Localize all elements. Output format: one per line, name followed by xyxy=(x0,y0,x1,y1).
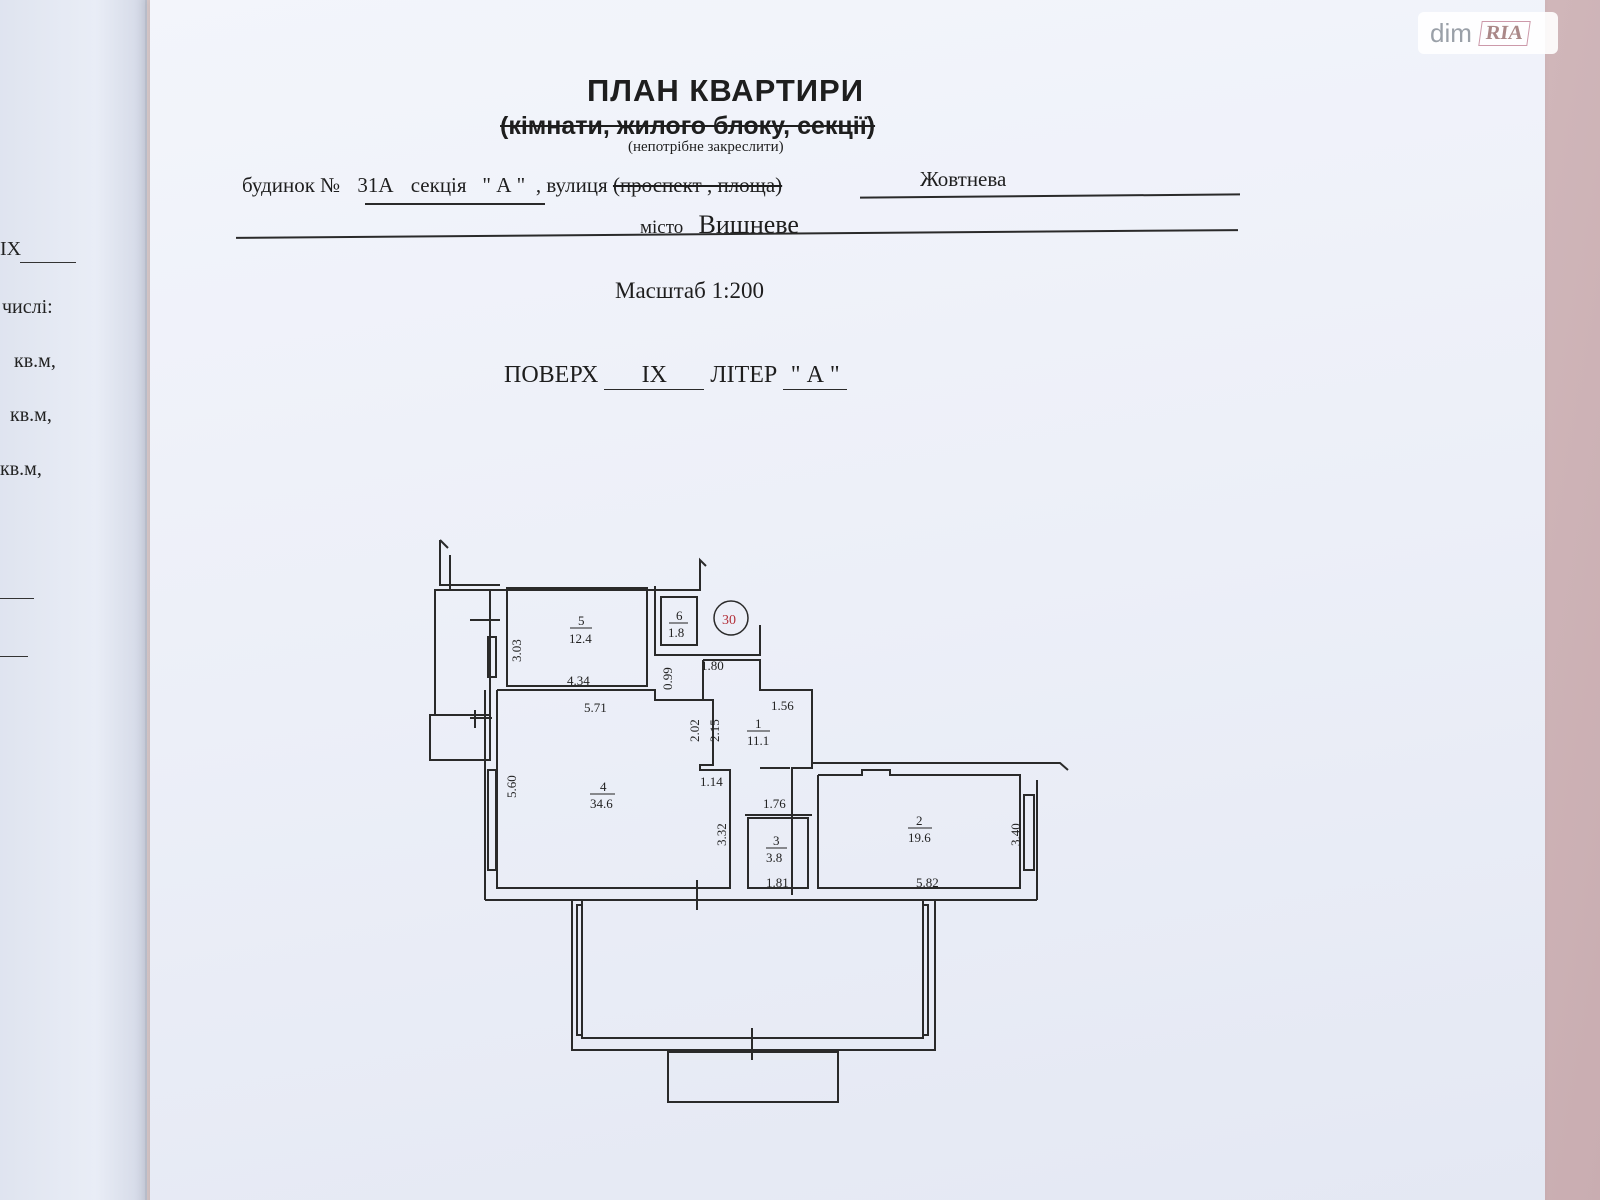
room-5-area: 12.4 xyxy=(569,631,592,646)
apartment-number: 30 xyxy=(722,613,736,628)
dimension-label: 2.15 xyxy=(707,719,722,742)
underline xyxy=(20,262,76,263)
room-3-number: 3 xyxy=(773,833,780,848)
room-4-area: 34.6 xyxy=(590,796,613,811)
dimension-label: 2.02 xyxy=(687,719,702,742)
section-value: " А " xyxy=(482,173,526,197)
left-page-fragment: кв.м, xyxy=(14,350,56,372)
room-6-number: 6 xyxy=(676,608,683,623)
room-4-number: 4 xyxy=(600,779,607,794)
strike-note: (непотрібне закреслити) xyxy=(628,139,784,155)
dimension-label: 3.32 xyxy=(714,823,729,846)
room-5-number: 5 xyxy=(578,613,585,628)
room-3-area: 3.8 xyxy=(766,850,782,865)
underline xyxy=(0,656,28,657)
section-label: секція xyxy=(410,173,467,197)
letter-label: ЛІТЕР xyxy=(710,362,778,388)
room-6-area: 1.8 xyxy=(668,625,684,640)
dimension-label: 1.80 xyxy=(701,658,724,673)
dimension-label: 3.03 xyxy=(509,639,524,662)
room-1-number: 1 xyxy=(755,716,762,731)
dimension-label: 1.56 xyxy=(771,698,794,713)
ria-logo: RIA xyxy=(1478,20,1531,46)
address-line: будинок № 31А секція " А " , вулиця (прос… xyxy=(242,173,782,198)
floor-number: IX xyxy=(604,362,705,390)
left-page-fragment: числі: xyxy=(2,296,53,318)
street-label: , вулиця xyxy=(535,173,608,197)
room-2-area: 19.6 xyxy=(908,830,931,845)
scale-label: Масштаб 1:200 xyxy=(615,278,764,303)
building-label: будинок № xyxy=(242,173,341,197)
watermark-brand: dim xyxy=(1430,17,1472,48)
dimension-label: 5.71 xyxy=(584,700,607,715)
street-type-struck: (проспект , площа) xyxy=(612,173,783,197)
dimension-label: 1.14 xyxy=(700,774,723,789)
dimension-label: 0.99 xyxy=(660,667,675,690)
building-number: 31А xyxy=(357,173,394,197)
apartment-number-marker xyxy=(713,600,749,636)
dimension-label: 4.34 xyxy=(567,673,590,688)
left-page: ІХ числі: кв.м, кв.м, кв.м, xyxy=(0,0,147,1200)
dimension-label: 3.40 xyxy=(1008,823,1023,846)
dimension-label: 5.82 xyxy=(916,875,939,890)
dimension-label: 5.60 xyxy=(504,775,519,798)
dimension-label: 1.76 xyxy=(763,796,786,811)
underline xyxy=(365,203,545,205)
left-page-fragment: кв.м, xyxy=(0,458,42,480)
dim-ria-watermark: dim RIA xyxy=(1418,12,1558,54)
room-1-area: 11.1 xyxy=(747,733,769,748)
letter-value: " А " xyxy=(783,362,848,390)
room-2-number: 2 xyxy=(916,813,923,828)
left-page-fragment: кв.м, xyxy=(10,404,52,426)
left-page-fragment: ІХ xyxy=(0,238,22,260)
document-subtitle: (кімнати, жилого блоку, секції) xyxy=(500,112,876,140)
floor-label: ПОВЕРХ xyxy=(504,362,599,388)
floor-line: ПОВЕРХ IX ЛІТЕР " А " xyxy=(504,362,848,390)
document-title: ПЛАН КВАРТИРИ xyxy=(587,73,865,108)
dimension-label: 1.81 xyxy=(766,875,789,890)
underline xyxy=(0,598,34,599)
document-page: ПЛАН КВАРТИРИ (кімнати, жилого блоку, се… xyxy=(150,0,1545,1200)
street-name: Жовтнева xyxy=(920,167,1007,191)
